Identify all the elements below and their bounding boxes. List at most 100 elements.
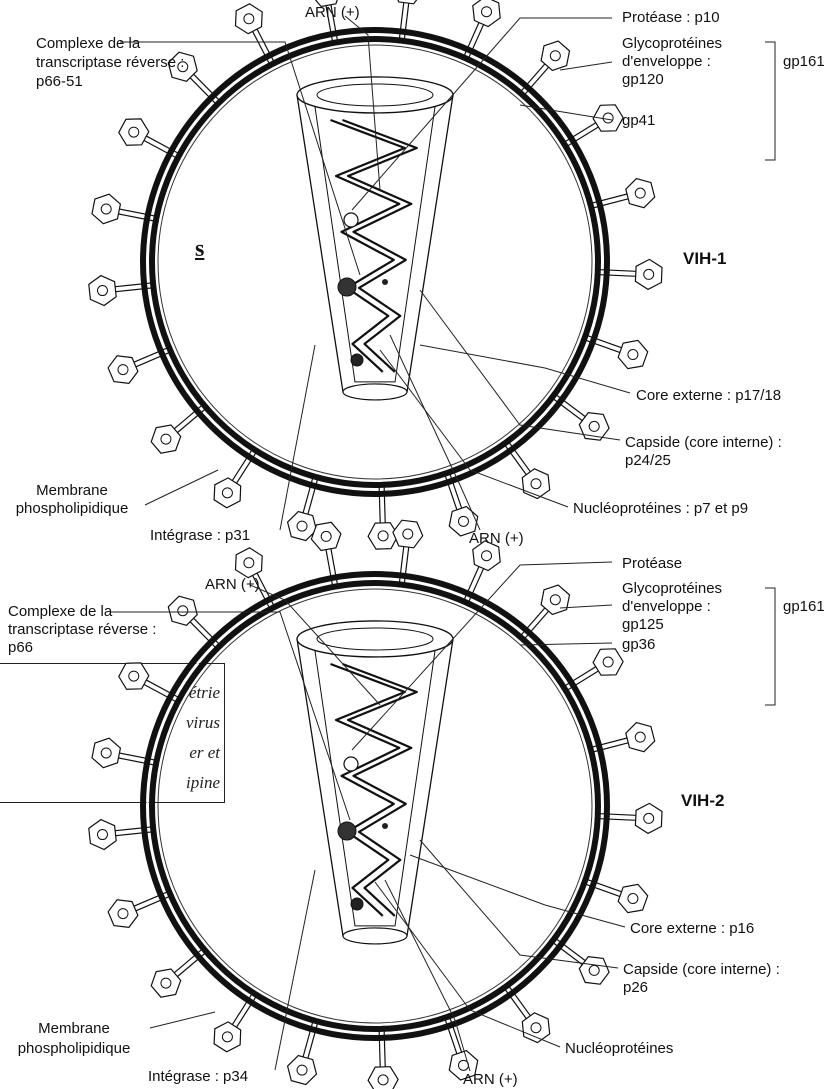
protease-enzyme (344, 213, 358, 227)
spike-knob (151, 425, 181, 453)
protease-enzyme (344, 757, 358, 771)
spike-knob (92, 738, 120, 768)
leader-line (560, 62, 612, 70)
virion-vih-1 (89, 0, 662, 549)
v1-label-integrase: Intégrase : p31 (150, 527, 250, 545)
v2-label-gp-total: gp161 (783, 598, 825, 616)
capsid-bottom-ellipse (343, 384, 407, 400)
spike-stalk (384, 1026, 385, 1068)
virion-vih-2 (89, 520, 662, 1089)
spike-stalk (379, 482, 380, 524)
v2-label-core-ext: Core externe : p16 (630, 920, 754, 938)
v2-label-capsid-1: Capside (core interne) : (623, 961, 780, 979)
spike-knob (151, 969, 181, 997)
spike-knob (618, 884, 648, 912)
leader-line (765, 42, 775, 160)
v2-label-gp-transmembrane: gp36 (622, 636, 655, 654)
reverse-transcriptase-enzyme (338, 278, 356, 296)
v1-label-membrane-1: Membrane (0, 482, 144, 500)
spike-knob (368, 523, 398, 549)
nucleoprotein-dot (382, 279, 388, 285)
leader-line (150, 1012, 215, 1028)
spike-stalk (595, 813, 637, 815)
spike-knob (579, 957, 609, 985)
spike-knob (635, 259, 662, 289)
integrase-enzyme (351, 354, 363, 366)
spike-knob (473, 0, 500, 27)
spike-knob (89, 276, 116, 306)
v2-label-membrane-1: Membrane (0, 1020, 148, 1038)
spike-knob (368, 1067, 398, 1089)
v2-label-integrase: Intégrase : p34 (148, 1068, 248, 1086)
spike-knob (541, 41, 569, 70)
v1-label-core-ext: Core externe : p17/18 (636, 387, 781, 405)
leader-line (765, 588, 775, 705)
v1-label-rt-complex-2: transcriptase réverse : (36, 54, 184, 72)
v2-label-rt-complex-3: p66 (8, 639, 33, 657)
leader-line (420, 345, 630, 393)
v2-label-rt-complex-2: transcriptase réverse : (8, 621, 156, 639)
v2-label-glyco-1: Glycoprotéines (622, 580, 722, 598)
v2-label-rna-bottom: ARN (+) (463, 1071, 518, 1089)
spike-knob (522, 469, 549, 499)
spike-stalk (595, 269, 637, 271)
leader-line (275, 870, 315, 1070)
integrase-enzyme (351, 898, 363, 910)
v2-label-glyco-3: gp125 (622, 616, 664, 634)
v1-label-gp-total: gp161 (783, 53, 825, 71)
capsid-bottom-ellipse (343, 928, 407, 944)
v2-label-membrane-2: phospholipidique (0, 1040, 148, 1058)
v1-label-gp-transmembrane: gp41 (622, 112, 655, 130)
capsid-top-ellipse (297, 77, 453, 113)
v1-label-rt-complex-1: Complexe de la (36, 35, 140, 53)
spike-knob (393, 0, 423, 4)
rna-strands (331, 120, 417, 372)
v1-label-membrane-2: phospholipidique (0, 500, 144, 518)
v1-label-glyco-2: d'enveloppe : (622, 53, 711, 71)
spike-knob (635, 803, 662, 833)
leader-line (280, 345, 315, 530)
spike-knob (108, 900, 138, 928)
spike-knob (236, 4, 263, 34)
spike-knob (92, 194, 120, 224)
spike-knob (119, 663, 149, 689)
spike-knob (89, 820, 116, 850)
leader-line (145, 470, 218, 505)
v1-label-capsid-2: p24/25 (625, 452, 671, 470)
spike-stalk (379, 1026, 380, 1068)
v2-label-capsid-2: p26 (623, 979, 648, 997)
spike-knob (541, 585, 569, 614)
spike-knob (236, 548, 263, 578)
v1-label-rna-top: ARN (+) (305, 4, 360, 22)
spike-knob (288, 1056, 317, 1085)
v2-title: VIH-2 (681, 792, 724, 810)
capsid-core (297, 621, 453, 944)
v1-label-glyco-3: gp120 (622, 71, 664, 89)
spike-knob (311, 522, 341, 550)
spike-stalk (384, 482, 385, 524)
spike-knob (626, 179, 655, 208)
spike-knob (168, 596, 197, 625)
spike-knob (626, 723, 655, 752)
leader-line (390, 335, 480, 530)
v1-label-nucleo: Nucléoprotéines : p7 et p9 (573, 500, 748, 518)
spike-knob (618, 340, 648, 368)
spike-knob (119, 119, 149, 145)
v1-label-rt-complex-3: p66-51 (36, 73, 83, 91)
v1-label-rna-bottom: ARN (+) (469, 530, 524, 548)
v1-label-glyco-1: Glycoprotéines (622, 35, 722, 53)
spike-knob (393, 520, 423, 548)
v2-label-rt-complex-1: Complexe de la (8, 603, 112, 621)
v1-title: VIH-1 (683, 250, 726, 268)
spike-stalk (595, 818, 637, 820)
spike-stalk (595, 274, 637, 276)
v1-label-protease: Protéase : p10 (622, 9, 720, 27)
spike-knob (522, 1013, 549, 1043)
nucleoprotein-dot (382, 823, 388, 829)
v2-label-glyco-2: d'enveloppe : (622, 598, 711, 616)
v1-label-capsid-1: Capside (core interne) : (625, 434, 782, 452)
v2-label-protease: Protéase (622, 555, 682, 573)
v2-label-nucleo: Nucléoprotéines (565, 1040, 673, 1058)
v2-label-rna-top: ARN (+) (205, 576, 260, 594)
